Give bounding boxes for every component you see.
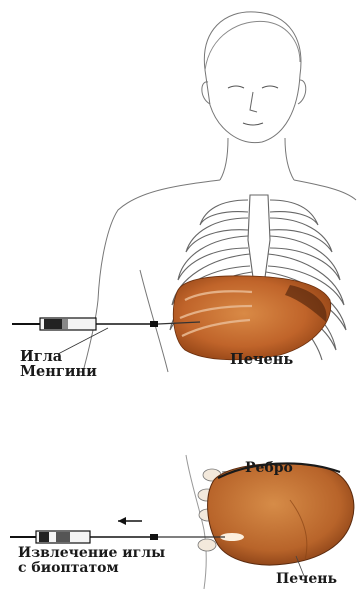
rib-2-left: [186, 218, 248, 252]
hair-outline: [205, 21, 300, 70]
left-ear: [202, 82, 210, 104]
extraction-needle: [10, 517, 225, 543]
neck-right: [285, 138, 294, 180]
mouth: [243, 123, 263, 125]
liver-top-shape: [173, 276, 330, 360]
extraction-label-line1: Извлечение иглы: [18, 546, 165, 561]
extraction-label-line2: с биоптатом: [18, 561, 165, 576]
neck-left: [220, 138, 228, 180]
needle-label-line1: Игла: [20, 349, 97, 364]
head-outline: [204, 12, 301, 143]
extraction-label: Извлечение иглы с биоптатом: [18, 546, 165, 575]
right-shoulder: [294, 180, 356, 200]
sternum: [248, 195, 270, 285]
right-eye: [262, 86, 278, 88]
rib-label: Ребро: [245, 461, 293, 476]
rib-2-right: [270, 218, 332, 252]
liver-bottom: [208, 463, 354, 576]
needle-label: Игла Менгини: [20, 349, 97, 379]
left-eye: [228, 86, 244, 88]
nose: [250, 92, 257, 112]
liver-bottom-shape: [208, 464, 354, 565]
liver-label-bottom: Печень: [276, 572, 337, 587]
liver-top: [173, 276, 330, 360]
needle-label-line2: Менгини: [20, 364, 97, 379]
liver-label-top: Печень: [230, 352, 293, 367]
